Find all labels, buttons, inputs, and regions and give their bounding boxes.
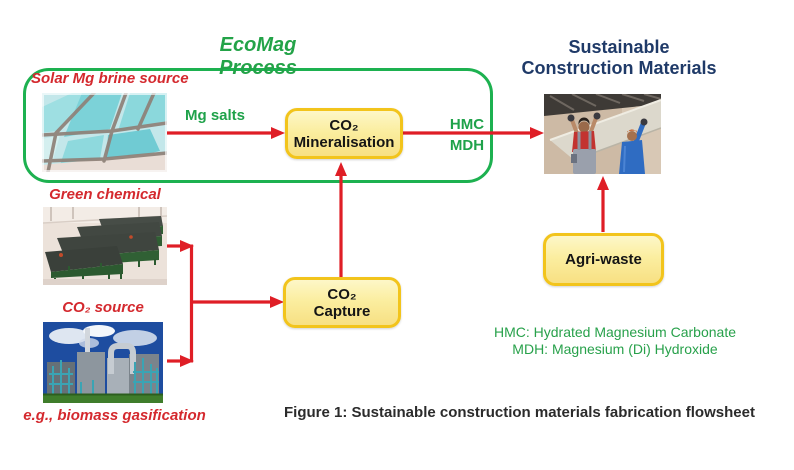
biomass-plant-illustration xyxy=(43,322,163,403)
co2-source-label: CO₂ source xyxy=(62,299,144,316)
abbreviation-legend: HMC: Hydrated Magnesium Carbonate MDH: M… xyxy=(440,324,790,358)
agri-waste-box-label: Agri-waste xyxy=(565,251,642,268)
green-chemical-image xyxy=(43,207,167,285)
figure-caption: Figure 1: Sustainable construction mater… xyxy=(284,404,755,421)
green-chemical-illustration xyxy=(43,207,167,285)
co2-source-image xyxy=(43,322,163,403)
hmc-mdh-labels: HMC MDH xyxy=(437,114,497,156)
mdh-label: MDH xyxy=(449,137,485,154)
legend-mdh: MDH: Magnesium (Di) Hydroxide xyxy=(512,341,718,357)
ecomag-process-title: EcoMag Process xyxy=(219,34,297,79)
mineralisation-box-line1: CO₂ xyxy=(329,116,359,134)
solar-ponds-illustration xyxy=(42,93,167,172)
construction-workers-image xyxy=(544,94,661,174)
output-title-line1: Sustainable xyxy=(568,37,670,57)
agri-waste-box: Agri-waste xyxy=(543,233,664,286)
capture-box-line2: Capture xyxy=(313,302,371,320)
legend-hmc: HMC: Hydrated Magnesium Carbonate xyxy=(494,324,736,340)
ecomag-process-group-border xyxy=(23,68,493,183)
capture-box: CO₂ Capture xyxy=(283,277,401,328)
output-title-line2: Construction Materials xyxy=(521,58,717,78)
biomass-gasification-note: e.g., biomass gasification xyxy=(23,407,206,424)
mineralisation-box-line2: Mineralisation xyxy=(293,133,395,151)
ceiling-installation-illustration xyxy=(544,94,661,174)
mg-salts-label: Mg salts xyxy=(185,107,246,124)
capture-box-line1: CO₂ xyxy=(327,285,357,303)
output-title: Sustainable Construction Materials xyxy=(516,37,722,79)
green-chemical-label: Green chemical xyxy=(49,186,161,203)
solar-brine-label: Solar Mg brine source xyxy=(31,70,189,87)
solar-ponds-image xyxy=(42,93,167,172)
hmc-label: HMC xyxy=(449,116,485,133)
mineralisation-box: CO₂ Mineralisation xyxy=(285,108,403,159)
